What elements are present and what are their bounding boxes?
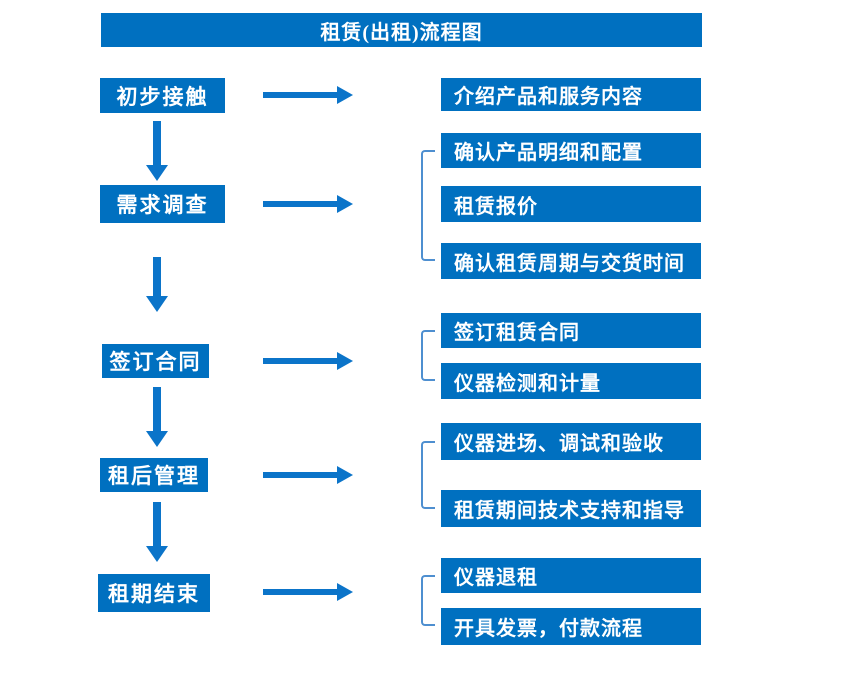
down-arrow-head-icon	[146, 431, 168, 447]
output-box-tech-support: 租赁期间技术支持和指导	[441, 490, 701, 527]
right-arrow-shaft	[263, 589, 338, 595]
down-arrow-1	[146, 121, 168, 181]
output-box-invoice-payment: 开具发票，付款流程	[441, 608, 701, 645]
output-box-confirm-period: 确认租赁周期与交货时间	[441, 243, 701, 279]
stage-box-initial-contact: 初步接触	[100, 78, 225, 113]
right-arrow-head-icon	[337, 583, 353, 601]
down-arrow-head-icon	[146, 165, 168, 181]
down-arrow-shaft	[153, 121, 161, 165]
right-arrow-5	[263, 583, 353, 601]
down-arrow-4	[146, 502, 168, 562]
down-arrow-3	[146, 387, 168, 447]
output-box-introduce-products: 介绍产品和服务内容	[441, 78, 701, 111]
stage-box-post-rental-mgmt: 租后管理	[100, 458, 208, 492]
flowchart-title: 租赁(出租)流程图	[101, 13, 702, 47]
down-arrow-2	[146, 257, 168, 312]
stage-box-rental-end: 租期结束	[98, 574, 210, 612]
group-bracket-rental-end	[421, 575, 435, 626]
output-box-instrument-return: 仪器退租	[441, 558, 701, 593]
right-arrow-head-icon	[337, 352, 353, 370]
group-bracket-needs-survey	[421, 150, 435, 261]
output-box-confirm-details: 确认产品明细和配置	[441, 133, 701, 168]
stage-box-sign-contract: 签订合同	[102, 344, 209, 378]
stage-box-needs-survey: 需求调查	[100, 185, 225, 223]
output-box-instrument-testing: 仪器检测和计量	[441, 363, 701, 399]
down-arrow-shaft	[153, 257, 161, 296]
right-arrow-shaft	[263, 201, 338, 207]
right-arrow-head-icon	[337, 86, 353, 104]
output-box-instrument-setup: 仪器进场、调试和验收	[441, 423, 701, 460]
right-arrow-3	[263, 352, 353, 370]
right-arrow-2	[263, 195, 353, 213]
output-box-sign-rental-contract: 签订租赁合同	[441, 313, 701, 348]
right-arrow-head-icon	[337, 195, 353, 213]
right-arrow-4	[263, 466, 353, 484]
right-arrow-shaft	[263, 92, 338, 98]
output-box-rental-quote: 租赁报价	[441, 186, 701, 222]
right-arrow-shaft	[263, 472, 338, 478]
down-arrow-head-icon	[146, 546, 168, 562]
right-arrow-shaft	[263, 358, 338, 364]
right-arrow-1	[263, 86, 353, 104]
down-arrow-shaft	[153, 387, 161, 431]
right-arrow-head-icon	[337, 466, 353, 484]
down-arrow-head-icon	[146, 296, 168, 312]
down-arrow-shaft	[153, 502, 161, 546]
group-bracket-post-rental-mgmt	[421, 441, 435, 509]
group-bracket-sign-contract	[421, 330, 435, 381]
